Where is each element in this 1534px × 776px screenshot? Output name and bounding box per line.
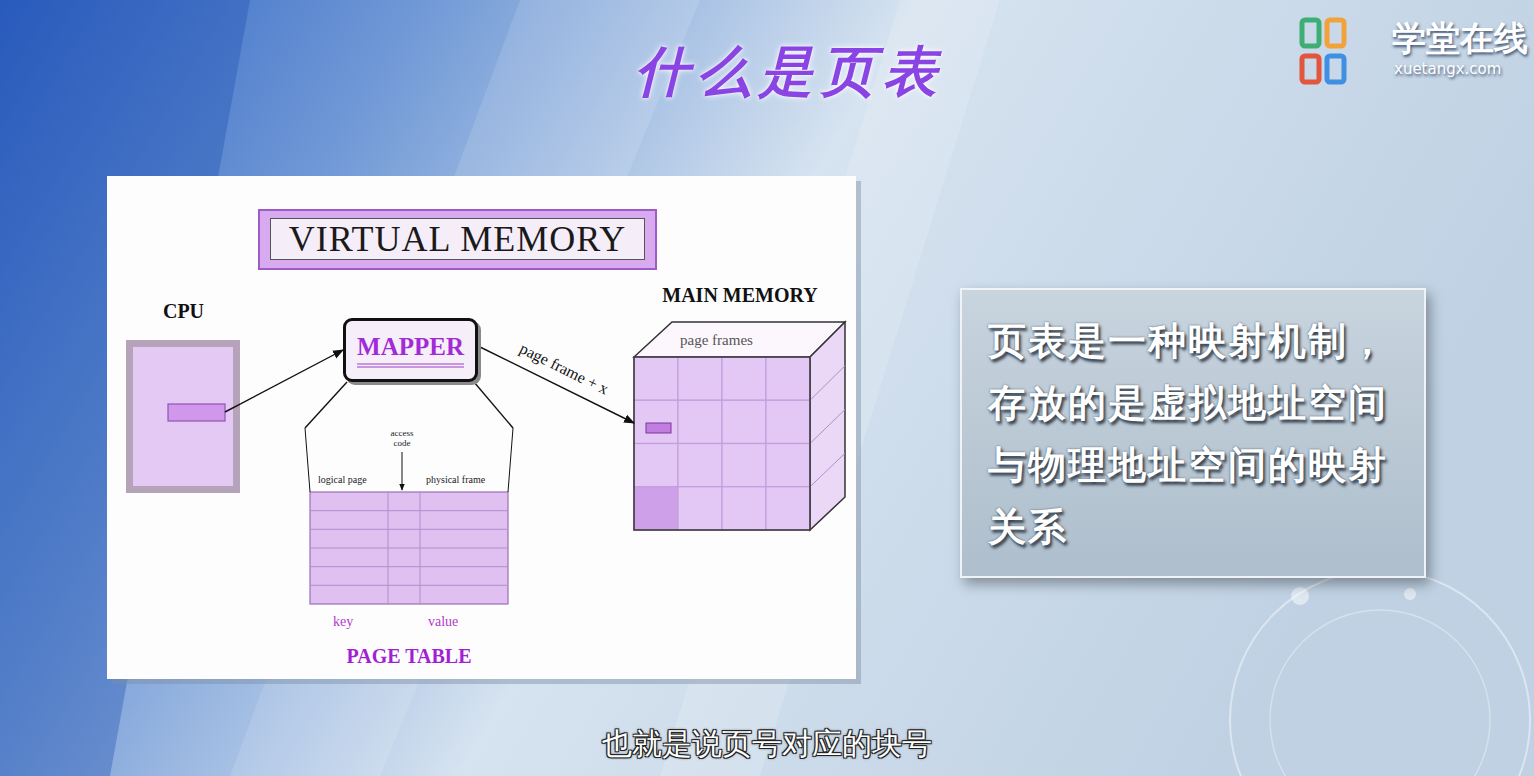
logo-url: xuetangx.com <box>1394 60 1501 78</box>
cpu-register <box>168 404 225 421</box>
memory-cube <box>634 322 845 530</box>
column-header: access code <box>385 428 419 448</box>
zoom-line <box>305 428 310 492</box>
column-header: logical page <box>318 474 367 485</box>
decor-circle <box>1230 570 1530 776</box>
page-table-grid <box>310 492 508 604</box>
block-heading: CPU <box>126 300 241 323</box>
zoom-line <box>508 428 513 492</box>
title-box: VIRTUAL MEMORY <box>258 209 657 270</box>
logo-icon <box>1302 20 1344 82</box>
note-text: 页表是一种映射机制，存放的是虚拟地址空间与物理地址空间的映射关系 <box>988 310 1400 558</box>
column-footer: key <box>333 614 353 630</box>
logo-text: 学堂在线 <box>1392 16 1528 62</box>
column-header: physical frame <box>426 474 485 485</box>
main-memory-block: MAIN MEMORY page frames <box>634 280 846 532</box>
cpu-block: CPU <box>126 296 241 493</box>
connector <box>241 350 343 404</box>
arrow-stub <box>225 404 241 412</box>
connector <box>305 382 347 428</box>
zoom-line <box>474 382 513 428</box>
decor-dot <box>1404 588 1416 600</box>
face-label: page frames <box>680 332 753 349</box>
page-table-block: logical page access code physical frame key… <box>305 428 513 670</box>
decor-dot <box>1291 587 1309 605</box>
mapper-box: MAPPER <box>343 318 478 382</box>
note-box: 页表是一种映射机制，存放的是虚拟地址空间与物理地址空间的映射关系 <box>960 288 1426 578</box>
block-heading: MAIN MEMORY <box>634 284 846 307</box>
access-arrow <box>402 452 403 490</box>
cpu-box <box>130 344 237 490</box>
column-footer: value <box>428 614 458 630</box>
slide-title: 什么是页表 <box>540 36 1040 109</box>
decor-circle <box>1270 610 1490 776</box>
box-title: VIRTUAL MEMORY <box>270 218 645 260</box>
subtitle: 也就是说页号对应的块号 <box>0 724 1534 765</box>
box-label: MAPPER <box>357 333 464 368</box>
edge-label: page frame + x <box>514 339 612 400</box>
table-caption: PAGE TABLE <box>305 645 513 668</box>
slide-panel <box>107 176 856 679</box>
